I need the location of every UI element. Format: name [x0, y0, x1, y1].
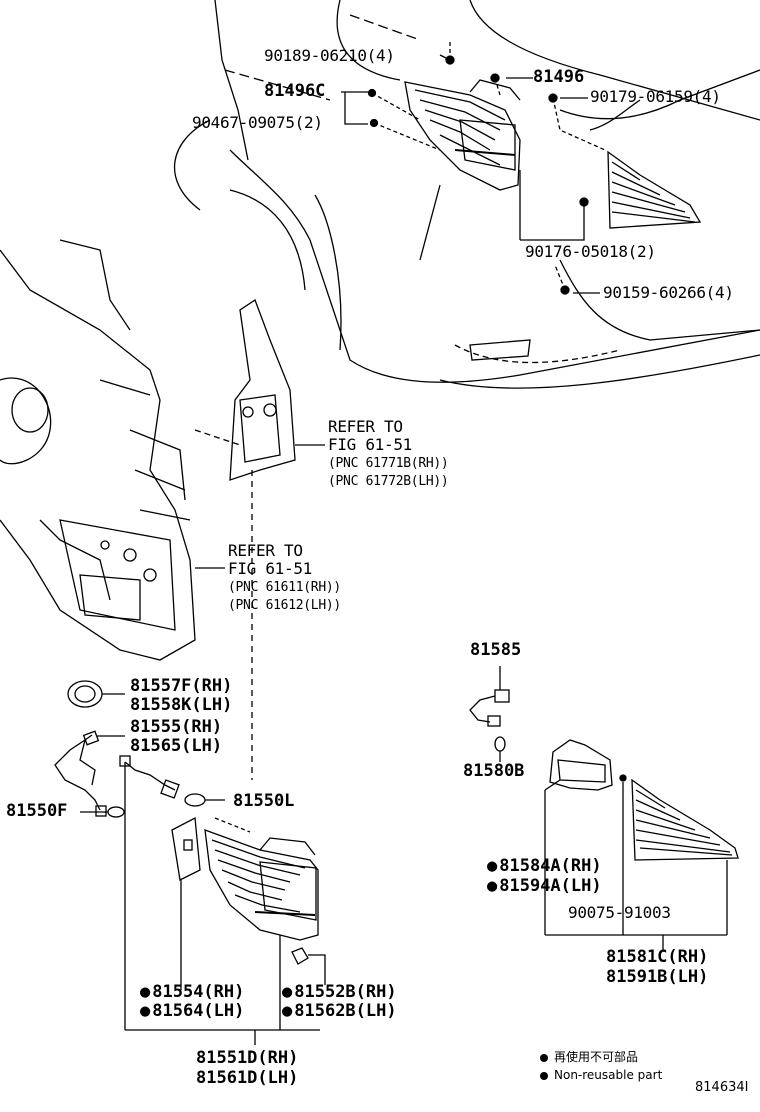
part-label-81550f: 81550F	[6, 801, 68, 821]
right-socket-drawing	[469, 666, 510, 762]
part-label-81564: 81564(LH)	[140, 1002, 244, 1020]
part-label-81591b: 81591B(LH)	[606, 967, 709, 987]
refer-fig-label-1: FIG 61-51	[328, 435, 412, 454]
part-label-90075-91003: 90075-91003	[568, 903, 671, 922]
lower-small-bracket	[291, 947, 326, 985]
vehicle-body-outline	[173, 0, 760, 389]
part-label-81554: 81554(RH)	[140, 983, 244, 1001]
part-label-90467-09075: 90467-09075(2)	[192, 113, 323, 132]
part-label-81584a: 81584A(RH)	[487, 857, 601, 875]
lower-gasket-drawing	[171, 816, 201, 990]
part-label-81565: 81565(LH)	[130, 736, 223, 756]
socket-cover-ring	[67, 680, 125, 708]
refer-fig-label-2: FIG 61-51	[228, 559, 312, 578]
part-label-81580b: 81580B	[463, 761, 525, 781]
part-label-90189-06210: 90189-06210(4)	[264, 46, 395, 65]
center-bracket-drawing	[194, 299, 325, 481]
part-label-81550l: 81550L	[233, 791, 295, 811]
refer-to-label-2: REFER TO	[228, 541, 303, 560]
part-label-81581c: 81581C(RH)	[606, 947, 709, 967]
part-label-81552b: 81552B(RH)	[282, 983, 396, 1001]
part-label-81496: 81496	[533, 67, 585, 87]
part-label-90159-60266: 90159-60266(4)	[603, 283, 734, 302]
refer-pnc-lh-label-2: (PNC 61612(LH))	[228, 598, 341, 613]
diagram-id: 814634I	[695, 1080, 749, 1095]
part-label-90176-05018: 90176-05018(2)	[525, 242, 656, 261]
lower-callout-brackets	[125, 935, 320, 1045]
refer-pnc-lh-label-1: (PNC 61772B(LH))	[328, 474, 449, 489]
legend-japanese: 再使用不可部品	[540, 1049, 638, 1065]
part-label-81561d: 81561D(LH)	[196, 1068, 299, 1088]
refer-pnc-rh-label-1: (PNC 61771B(RH))	[328, 456, 449, 471]
upper-tail-lamp-drawing	[404, 79, 521, 191]
wire-harness-drawing	[54, 730, 225, 1030]
part-label-81496c: 81496C	[264, 81, 326, 101]
right-inner-lamp-drawing	[545, 774, 739, 950]
part-label-81551d: 81551D(RH)	[196, 1048, 299, 1068]
upper-inner-lamp-drawing	[607, 150, 702, 229]
refer-pnc-rh-label-2: (PNC 61611(RH))	[228, 580, 341, 595]
part-label-90179-06159: 90179-06159(4)	[590, 87, 721, 106]
part-label-81555: 81555(RH)	[130, 717, 223, 737]
body-side-panel-drawing	[0, 239, 196, 661]
upper-leader-lines	[341, 40, 606, 294]
part-label-81594a: 81594A(LH)	[487, 877, 601, 895]
part-label-81562b: 81562B(LH)	[282, 1002, 396, 1020]
refer-to-label-1: REFER TO	[328, 417, 403, 436]
legend-english: Non-reusable part	[540, 1067, 662, 1083]
part-label-81585: 81585	[470, 640, 522, 660]
part-label-81557f: 81557F(RH)	[130, 676, 233, 696]
part-label-81558k: 81558K(LH)	[130, 695, 233, 715]
lower-tail-lamp-drawing	[204, 817, 319, 941]
